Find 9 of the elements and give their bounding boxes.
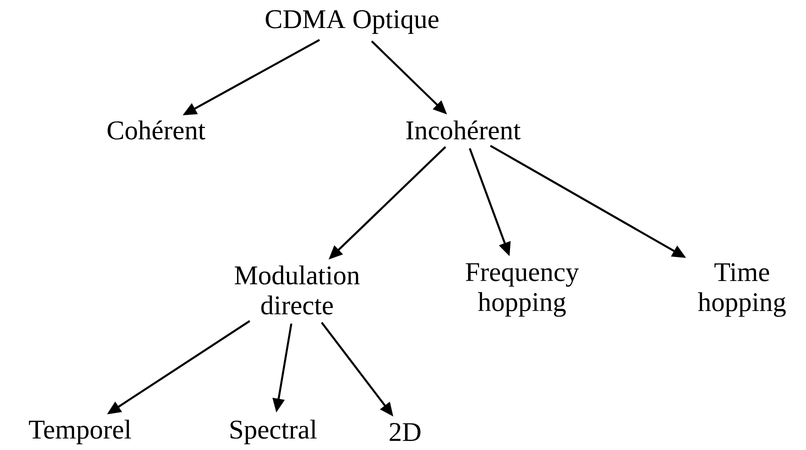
tree-label: Frequency hopping: [466, 263, 579, 317]
tree-label: Modulation directe: [234, 266, 360, 314]
tree-label: CDMA Optique: [266, 10, 438, 34]
tree-label: 2D: [390, 423, 420, 441]
tree-label: Spectral: [230, 420, 317, 444]
tree-label: Incohérent: [406, 120, 521, 140]
tree-label: Temporel: [28, 420, 132, 444]
tree-label: Cohérent: [108, 120, 206, 140]
tree-label: Time hopping: [698, 263, 786, 317]
